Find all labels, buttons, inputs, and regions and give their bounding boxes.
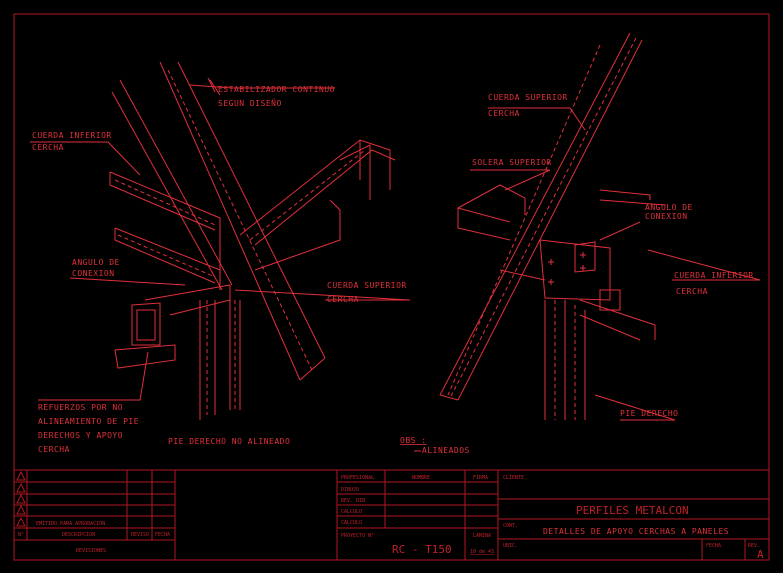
caption-left: PIE DERECHO NO ALINEADO (168, 437, 290, 446)
title-block (14, 469, 769, 560)
sheet-title: PERFILES METALCON (576, 504, 689, 517)
label-refuerzos-4: CERCHA (38, 445, 70, 454)
role-calculo-2: CALCULO (341, 520, 362, 526)
label-cuerda-superior-right: CUERDA SUPERIOR (488, 93, 568, 102)
label-cuerda-inferior-left-2: CERCHA (32, 143, 64, 152)
role-dibujo: DIBUJO (341, 487, 359, 493)
rev-header-descripcion: DESCRIPCION (62, 532, 95, 538)
rev-label: REV. (748, 543, 760, 549)
rev-header-fecha: FECHA (155, 532, 170, 538)
lamina-value: 10 de 43 (470, 549, 494, 555)
label-angulo-left: ANGULO DE (72, 258, 120, 267)
label-cuerda-inferior-right: CUERDA INFERIOR (674, 271, 754, 280)
proyecto-value: RC - T150 (392, 543, 452, 556)
lamina-label: LAMINA (473, 533, 491, 539)
proyecto-label: PROYECTO N° (341, 533, 374, 539)
revision-row-5: EMITIDO PARA APROBACION (36, 521, 105, 527)
rev-header-n: N° (18, 532, 24, 538)
obs-label: OBS : (400, 436, 427, 445)
cont-label: CONT. (503, 523, 518, 529)
label-refuerzos: REFUERZOS POR NO (38, 403, 123, 412)
label-cuerda-superior-left: CUERDA SUPERIOR (327, 281, 407, 290)
label-cuerda-superior-left-2: CERCHA (327, 295, 359, 304)
label-estabilizador-2: SEGUN DISEÑO (218, 98, 282, 108)
label-refuerzos-2: ALINEAMIENTO DE PIE (38, 417, 139, 426)
role-calculo-1: CALCULO (341, 509, 362, 515)
rev-header-reviso: REVISO (131, 532, 149, 538)
label-angulo-left-2: CONEXION (72, 269, 115, 278)
rev-value: A (757, 548, 764, 561)
prof-header-nombre: NOMBRE (412, 475, 430, 481)
prof-header-firma: FIRMA (473, 475, 488, 481)
revisions-footer: REVISIONES (76, 548, 106, 554)
cliente-label: CLIENTE (503, 475, 524, 481)
bolt-marks (548, 252, 586, 285)
label-cuerda-inferior-left: CUERDA INFERIOR (32, 131, 112, 140)
prof-header-profesional: PROFESIONAL (341, 475, 374, 481)
ubic-label: UBIC. (503, 543, 518, 549)
revision-triangles (16, 470, 26, 527)
label-refuerzos-3: DERECHOS Y APOYO (38, 431, 123, 440)
label-cuerda-superior-right-2: CERCHA (488, 109, 520, 118)
role-rev-dib: REV. DIB (341, 498, 365, 504)
label-pie-derecho: PIE DERECHO (620, 409, 678, 418)
label-estabilizador: ESTABILIZADOR CONTINUO (218, 85, 335, 94)
fecha-label: FECHA (706, 543, 721, 549)
label-solera: SOLERA SUPERIOR (472, 158, 552, 167)
label-cuerda-inferior-right-2: CERCHA (676, 287, 708, 296)
left-detail-drawing (30, 61, 411, 420)
label-angulo-right-2: CONEXION (645, 212, 688, 221)
obs-value: ALINEADOS (422, 446, 470, 455)
right-detail-drawing (439, 32, 761, 421)
label-angulo-right: ANGULO DE (645, 203, 693, 212)
sheet-subtitle: DETALLES DE APOYO CERCHAS A PANELES (543, 527, 729, 536)
sheet-frame (13, 13, 770, 561)
